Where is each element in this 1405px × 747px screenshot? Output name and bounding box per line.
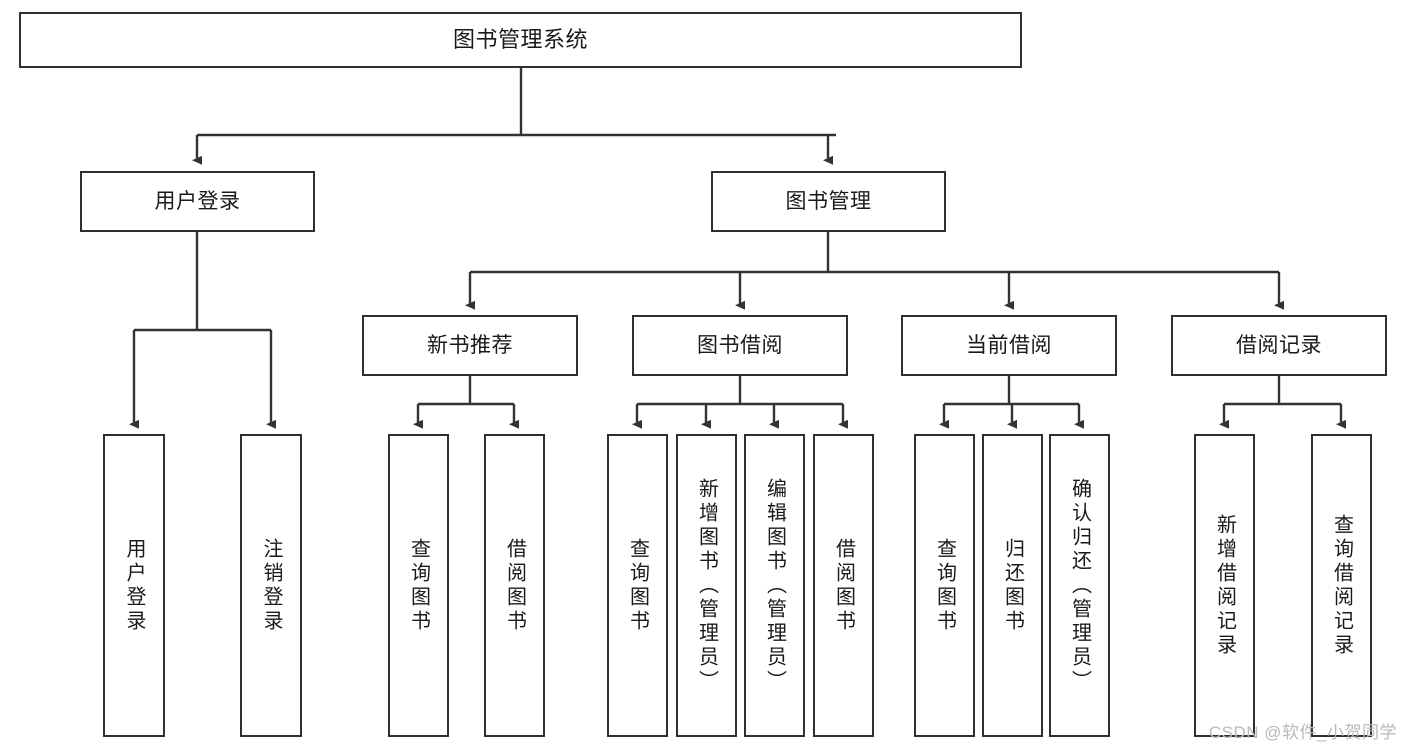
node-label: 图书管理: [785, 189, 872, 213]
node-label: 用户登录: [154, 189, 241, 213]
node-new-book-recommend[interactable]: 新书推荐: [362, 315, 578, 376]
node-label: 确认归还（管理员）: [1068, 477, 1091, 694]
node-leaf-user-login[interactable]: 用户登录: [103, 434, 165, 737]
node-label: 新增图书（管理员）: [695, 477, 718, 694]
node-leaf-borrow-book[interactable]: 借阅图书: [813, 434, 874, 737]
node-leaf-add-borrow-record[interactable]: 新增借阅记录: [1194, 434, 1255, 737]
node-leaf-query-book-recommend[interactable]: 查询图书: [388, 434, 449, 737]
node-label: 借阅记录: [1236, 333, 1322, 357]
node-leaf-query-book-borrow[interactable]: 查询图书: [607, 434, 668, 737]
node-book-management-system[interactable]: 图书管理系统: [19, 12, 1022, 68]
node-leaf-add-book-admin[interactable]: 新增图书（管理员）: [676, 434, 737, 737]
node-label: 新书推荐: [427, 333, 513, 357]
node-book-management[interactable]: 图书管理: [711, 171, 946, 232]
node-current-borrow[interactable]: 当前借阅: [901, 315, 1117, 376]
node-label: 查询借阅记录: [1330, 513, 1353, 658]
node-label: 编辑图书（管理员）: [763, 477, 786, 694]
csdn-watermark: CSDN @软件_小贺同学: [1208, 723, 1397, 742]
node-leaf-edit-book-admin[interactable]: 编辑图书（管理员）: [744, 434, 805, 737]
node-user-login[interactable]: 用户登录: [80, 171, 315, 232]
node-borrow-record[interactable]: 借阅记录: [1171, 315, 1387, 376]
node-label: 借阅图书: [832, 537, 855, 634]
node-leaf-return-book[interactable]: 归还图书: [982, 434, 1043, 737]
node-leaf-query-borrow-record[interactable]: 查询借阅记录: [1311, 434, 1372, 737]
node-label: 查询图书: [626, 537, 649, 634]
node-label: 用户登录: [123, 537, 145, 634]
node-label: 归还图书: [1001, 537, 1024, 634]
node-label: 查询图书: [933, 537, 956, 634]
node-leaf-logout[interactable]: 注销登录: [240, 434, 302, 737]
node-label: 注销登录: [260, 537, 282, 634]
node-label: 图书借阅: [697, 333, 783, 357]
node-label: 查询图书: [407, 537, 430, 634]
node-leaf-confirm-return-admin[interactable]: 确认归还（管理员）: [1049, 434, 1110, 737]
node-label: 图书管理系统: [452, 26, 588, 52]
node-leaf-borrow-book-recommend[interactable]: 借阅图书: [484, 434, 545, 737]
node-book-borrow[interactable]: 图书借阅: [632, 315, 848, 376]
node-label: 新增借阅记录: [1213, 513, 1236, 658]
node-label: 借阅图书: [503, 537, 526, 634]
node-leaf-query-book-current[interactable]: 查询图书: [914, 434, 975, 737]
node-label: 当前借阅: [966, 333, 1052, 357]
